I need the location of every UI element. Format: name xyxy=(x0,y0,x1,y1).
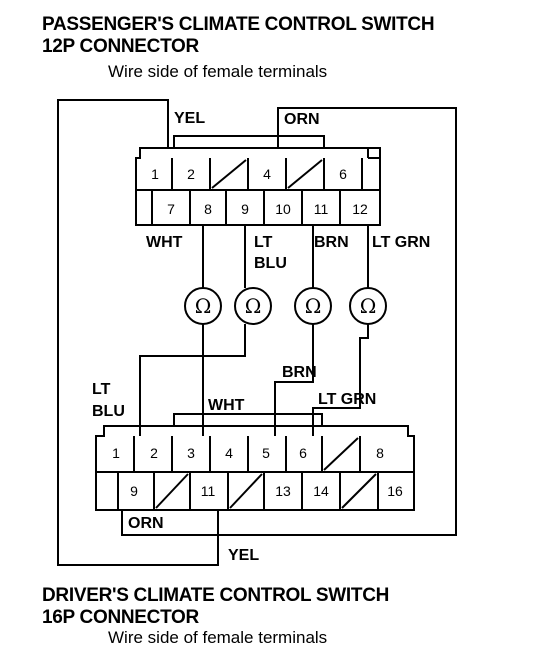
ohmmeter-4: Ω xyxy=(349,287,387,325)
top-pin-2: 2 xyxy=(187,166,195,182)
label-lt-blu-top-1: LT xyxy=(254,234,273,251)
top-pin-10: 10 xyxy=(275,201,291,217)
top-pin-9: 9 xyxy=(241,201,249,217)
ohm-icon: Ω xyxy=(245,294,262,318)
bottom-pin-1: 1 xyxy=(112,445,120,461)
bottom-connector-housing xyxy=(95,425,415,511)
label-lt-grn-bottom: LT GRN xyxy=(318,391,376,408)
passenger-connector-title: 12P CONNECTOR xyxy=(42,36,199,57)
wire-brn xyxy=(274,324,314,436)
passenger-switch-title: PASSENGER'S CLIMATE CONTROL SWITCH xyxy=(42,14,435,35)
passenger-connector-subtitle: Wire side of female terminals xyxy=(108,62,328,81)
bottom-pin-2: 2 xyxy=(150,445,158,461)
ohmmeter-3: Ω xyxy=(294,287,332,325)
bottom-pin-11: 11 xyxy=(201,483,216,499)
top-pin-7: 7 xyxy=(167,201,175,217)
bottom-pin-5: 5 xyxy=(262,445,270,461)
driver-connector-title: 16P CONNECTOR xyxy=(42,607,199,628)
label-lt-blu-top-2: BLU xyxy=(254,255,287,272)
driver-switch-title: DRIVER'S CLIMATE CONTROL SWITCH xyxy=(42,585,390,606)
bottom-pin-13: 13 xyxy=(275,483,291,499)
label-lt-grn-top: LT GRN xyxy=(372,234,430,251)
ohmmeter-2: Ω xyxy=(234,287,272,325)
top-pin-8: 8 xyxy=(204,201,212,217)
label-orn-top: ORN xyxy=(284,111,320,128)
ohmmeter-1: Ω xyxy=(184,287,222,325)
label-yel-bottom: YEL xyxy=(228,547,259,564)
label-brn-bottom: BRN xyxy=(282,364,317,381)
wire-orn xyxy=(121,107,457,536)
top-pin-6: 6 xyxy=(339,166,347,182)
bottom-connector-16p: 1 2 3 4 5 6 8 9 11 13 14 16 xyxy=(95,413,415,511)
label-wht-bottom: WHT xyxy=(208,397,245,414)
label-orn-bottom: ORN xyxy=(128,515,164,532)
label-lt-blu-bottom-2: BLU xyxy=(92,403,125,420)
wire-yel xyxy=(57,99,219,566)
top-connector-tab xyxy=(173,135,325,149)
ohm-icon: Ω xyxy=(195,294,212,318)
bottom-pin-8: 8 xyxy=(376,445,384,461)
driver-connector-subtitle: Wire side of female terminals xyxy=(108,628,328,647)
top-pin-4: 4 xyxy=(263,166,271,182)
label-lt-blu-bottom-1: LT xyxy=(92,381,111,398)
top-connector-12p: 1 2 4 6 7 8 9 10 11 12 xyxy=(135,135,381,226)
label-wht-top: WHT xyxy=(146,234,183,251)
top-pin-11: 11 xyxy=(314,201,329,217)
wire-lt-grn xyxy=(312,324,369,436)
bottom-pin-16: 16 xyxy=(387,483,403,499)
ohm-icon: Ω xyxy=(360,294,377,318)
bottom-pin-9: 9 xyxy=(130,483,138,499)
wire-lt-blu xyxy=(139,324,246,436)
bottom-pin-14: 14 xyxy=(313,483,329,499)
top-connector-housing xyxy=(135,147,381,226)
bottom-pin-4: 4 xyxy=(225,445,233,461)
bottom-connector-tab xyxy=(173,413,323,427)
label-yel-top: YEL xyxy=(174,110,205,127)
ohm-icon: Ω xyxy=(305,294,322,318)
bottom-pin-6: 6 xyxy=(299,445,307,461)
top-pin-1: 1 xyxy=(151,166,159,182)
label-brn-top: BRN xyxy=(314,234,349,251)
bottom-pin-3: 3 xyxy=(187,445,195,461)
top-pin-12: 12 xyxy=(352,201,368,217)
